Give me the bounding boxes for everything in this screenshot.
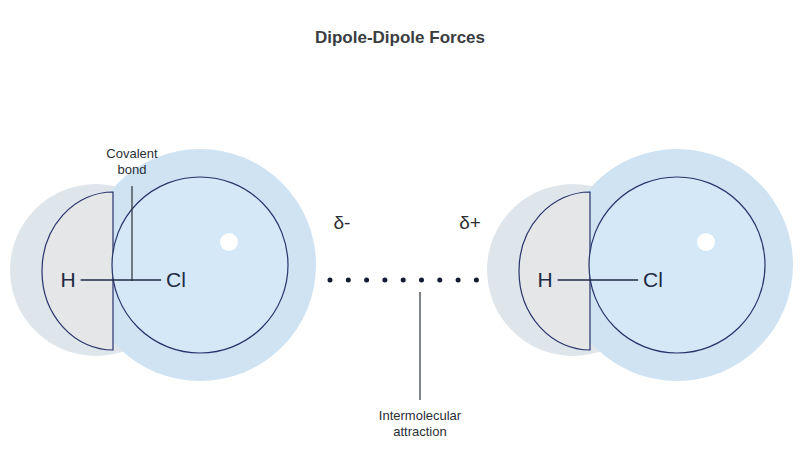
leader-line bbox=[131, 186, 132, 281]
covalent-bond bbox=[81, 279, 162, 281]
atom-symbol: Cl bbox=[643, 267, 663, 292]
right-molecule bbox=[487, 149, 793, 381]
atom-shape: H bbox=[519, 192, 590, 350]
diagram-title: Dipole-Dipole Forces bbox=[315, 28, 485, 48]
atom-symbol: Cl bbox=[166, 267, 186, 292]
covalent-bond bbox=[558, 279, 639, 281]
leader-label: Covalent bond bbox=[92, 146, 172, 177]
intermolecular-attraction bbox=[330, 278, 489, 283]
leader-line bbox=[419, 292, 420, 400]
atom-shape: Cl bbox=[112, 177, 288, 353]
atom-symbol: H bbox=[60, 267, 75, 292]
atom-shape: H bbox=[42, 192, 113, 350]
partial-charge: δ+ bbox=[459, 212, 481, 235]
atom-shape: Cl bbox=[589, 177, 765, 353]
partial-charge: δ- bbox=[334, 212, 351, 235]
atom-symbol: H bbox=[537, 267, 552, 292]
left-molecule bbox=[10, 149, 316, 381]
leader-label: Intermolecular attraction bbox=[365, 408, 475, 439]
